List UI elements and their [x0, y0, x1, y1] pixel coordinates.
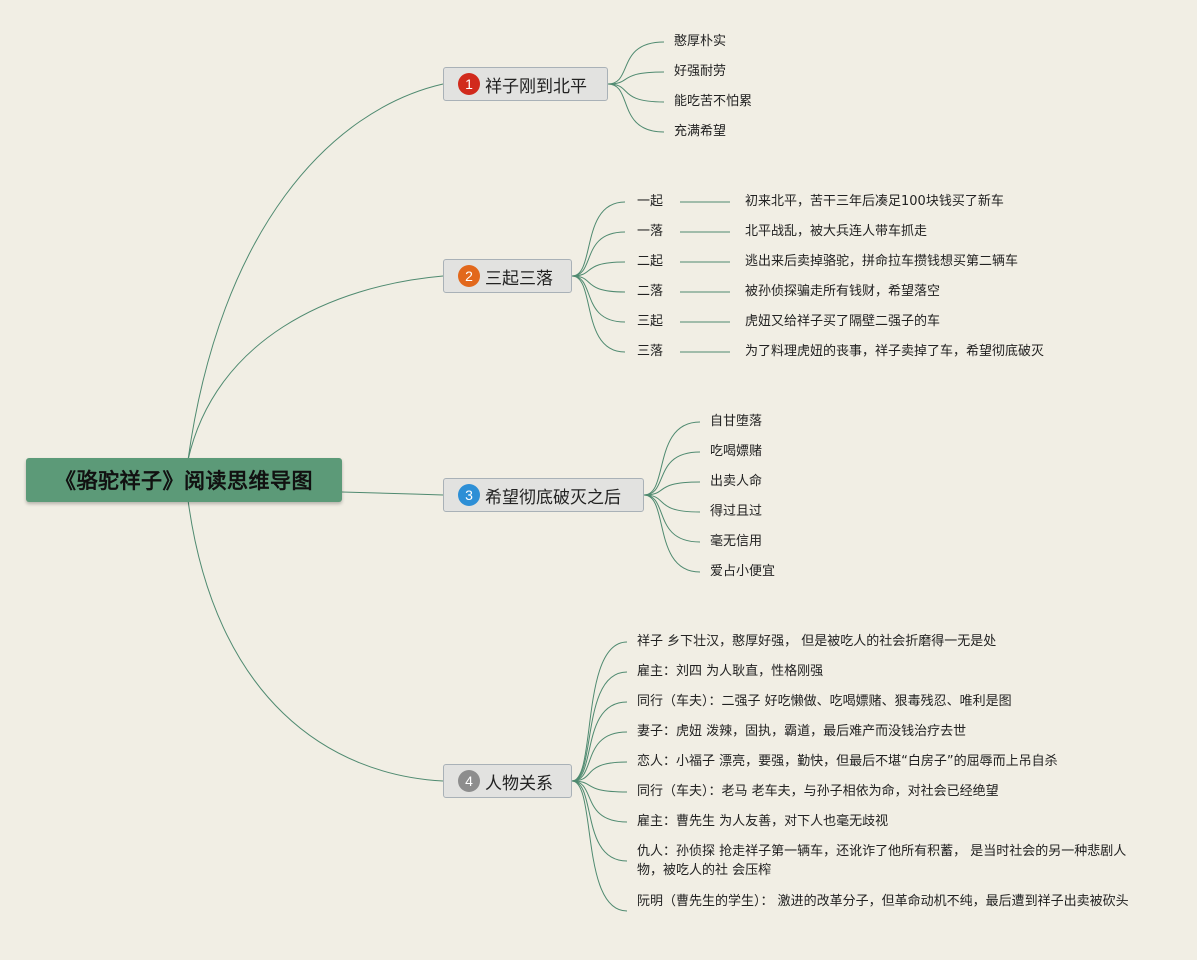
character-item[interactable]: 雇主：刘四 为人耿直，性格刚强	[637, 664, 824, 679]
connector-line	[571, 761, 628, 782]
connector-line	[571, 201, 626, 277]
connector-line	[643, 494, 701, 543]
character-item[interactable]: 雇主：曹先生 为人友善，对下人也毫无歧视	[637, 814, 889, 829]
connector-line	[187, 275, 444, 461]
number-badge-1-icon: 1	[458, 73, 480, 95]
connector-line	[571, 780, 628, 793]
connector-line	[643, 421, 701, 496]
character-item[interactable]: 祥子 乡下壮汉，憨厚好强， 但是被吃人的社会折磨得一无是处	[637, 634, 997, 649]
stage-label[interactable]: 二起	[637, 254, 664, 269]
branch-label: 三起三落	[485, 268, 553, 289]
leaf-item[interactable]: 吃喝嫖赌	[710, 444, 763, 459]
branch-label: 祥子刚到北平	[485, 76, 587, 97]
stage-label[interactable]: 三起	[637, 314, 664, 329]
stage-detail[interactable]: 被孙侦探骗走所有钱财，希望落空	[745, 284, 941, 299]
number-badge-2-icon: 2	[458, 265, 480, 287]
stage-detail[interactable]: 北平战乱，被大兵连人带车抓走	[745, 224, 928, 239]
leaf-item[interactable]: 得过且过	[710, 504, 763, 519]
stage-detail[interactable]: 虎妞又给祥子买了隔壁二强子的车	[745, 314, 941, 329]
connector-line	[571, 701, 628, 782]
connector-line	[571, 275, 626, 353]
connector-line	[643, 451, 701, 496]
leaf-item[interactable]: 充满希望	[674, 124, 727, 139]
branch-3-topic[interactable]: 3 希望彻底破灭之后	[443, 478, 644, 512]
stage-detail[interactable]: 初来北平，苦干三年后凑足100块钱买了新车	[745, 194, 1004, 209]
stage-detail[interactable]: 逃出来后卖掉骆驼，拼命拉车攒钱想买第二辆车	[745, 254, 1019, 269]
leaf-item[interactable]: 毫无信用	[710, 534, 763, 549]
connector-line	[571, 780, 628, 823]
character-item[interactable]: 同行（车夫）：二强子 好吃懒做、吃喝嫖赌、狠毒残忍、唯利是图	[637, 694, 1012, 709]
connector-line	[607, 83, 665, 133]
connector-line	[571, 641, 628, 782]
leaf-item[interactable]: 能吃苦不怕累	[674, 94, 753, 109]
branch-2-topic[interactable]: 2 三起三落	[443, 259, 572, 293]
connector-line	[341, 491, 444, 496]
connector-line	[607, 71, 665, 85]
character-item[interactable]: 阮明（曹先生的学生）： 激进的改革分子，但革命动机不纯，最后遭到祥子出卖被砍头	[637, 894, 1129, 909]
connector-line	[571, 275, 626, 293]
leaf-item[interactable]: 好强耐劳	[674, 64, 727, 79]
connector-line	[643, 494, 701, 513]
branch-4-topic[interactable]: 4 人物关系	[443, 764, 572, 798]
connector-line	[571, 731, 628, 782]
branch-label: 人物关系	[485, 773, 553, 794]
connector-line	[607, 41, 665, 85]
connector-line	[571, 275, 626, 323]
character-item[interactable]: 妻子：虎妞 泼辣，固执，霸道，最后难产而没钱治疗去世	[637, 724, 967, 739]
leaf-item[interactable]: 憨厚朴实	[674, 34, 727, 49]
leaf-item[interactable]: 出卖人命	[710, 474, 763, 489]
connector-line	[187, 83, 444, 461]
stage-label[interactable]: 二落	[637, 284, 664, 299]
connector-line	[571, 780, 628, 912]
branch-label: 希望彻底破灭之后	[485, 487, 621, 508]
stage-label[interactable]: 三落	[637, 344, 664, 359]
stage-detail[interactable]: 为了料理虎妞的丧事，祥子卖掉了车，希望彻底破灭	[745, 344, 1045, 359]
connector-line	[571, 261, 626, 277]
connector-line	[571, 231, 626, 277]
character-item[interactable]: 仇人：孙侦探 抢走祥子第一辆车，还讹诈了他所有积蓄， 是当时社会的另一种悲剧人物…	[637, 844, 1127, 878]
character-item[interactable]: 同行（车夫）：老马 老车夫，与孙子相依为命，对社会已经绝望	[637, 784, 999, 799]
connector-line	[643, 481, 701, 496]
stage-label[interactable]: 一起	[637, 194, 664, 209]
root-topic[interactable]: 《骆驼祥子》阅读思维导图	[26, 458, 342, 502]
leaf-item[interactable]: 爱占小便宜	[710, 564, 776, 579]
character-item[interactable]: 恋人：小福子 漂亮，要强，勤快，但最后不堪“白房子”的屈辱而上吊自杀	[637, 754, 1058, 769]
connector-line	[643, 494, 701, 573]
branch-1-topic[interactable]: 1 祥子刚到北平	[443, 67, 608, 101]
connector-line	[607, 83, 665, 103]
connector-line	[571, 780, 628, 862]
connector-line	[571, 671, 628, 782]
stage-label[interactable]: 一落	[637, 224, 664, 239]
leaf-item[interactable]: 自甘堕落	[710, 414, 763, 429]
connector-line	[187, 499, 444, 782]
number-badge-4-icon: 4	[458, 770, 480, 792]
number-badge-3-icon: 3	[458, 484, 480, 506]
